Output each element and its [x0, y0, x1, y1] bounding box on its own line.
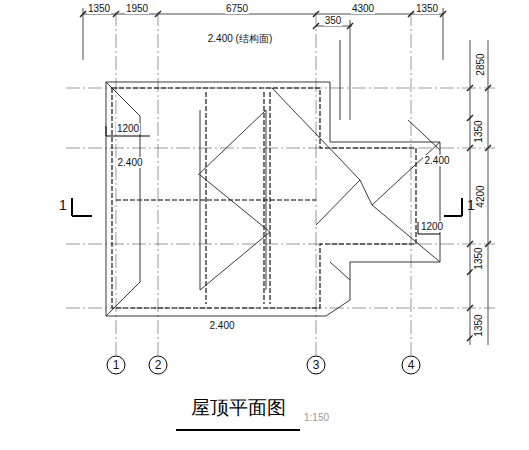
- axis-circle: 4: [401, 355, 421, 375]
- drawing-title: 屋顶平面图: [191, 395, 286, 421]
- dimension-text: 4300: [351, 3, 375, 14]
- dimension-text: 1950: [125, 3, 149, 14]
- dimension-text: 2.400: [116, 157, 143, 168]
- axis-number: 4: [401, 355, 421, 375]
- section-mark: 1: [466, 198, 476, 213]
- dimension-text: 1350: [473, 246, 484, 270]
- dimension-text: 4200: [475, 184, 486, 208]
- dimension-text: 2850: [475, 52, 486, 76]
- dimension-text: 1350: [473, 119, 484, 143]
- dimension-text: 2.400 (结构面): [207, 33, 273, 44]
- dimension-text: 2.400: [208, 320, 235, 331]
- axis-circle: 2: [148, 355, 168, 375]
- axis-number: 3: [306, 355, 326, 375]
- dimension-text: 350: [324, 15, 343, 26]
- dimension-text: 1200: [116, 123, 140, 134]
- dimension-text: 6750: [225, 3, 249, 14]
- dimension-text: 1350: [415, 3, 439, 14]
- dimension-text: 1350: [473, 313, 484, 337]
- dimension-text: 1350: [87, 3, 111, 14]
- axis-circle: 1: [106, 355, 126, 375]
- scale-text: 1:150: [304, 412, 329, 423]
- dimension-text: 2.400: [423, 155, 450, 166]
- dimension-text: 1200: [420, 221, 444, 232]
- section-mark: 1: [58, 198, 68, 213]
- axis-circle: 3: [306, 355, 326, 375]
- axis-number: 1: [106, 355, 126, 375]
- axis-number: 2: [148, 355, 168, 375]
